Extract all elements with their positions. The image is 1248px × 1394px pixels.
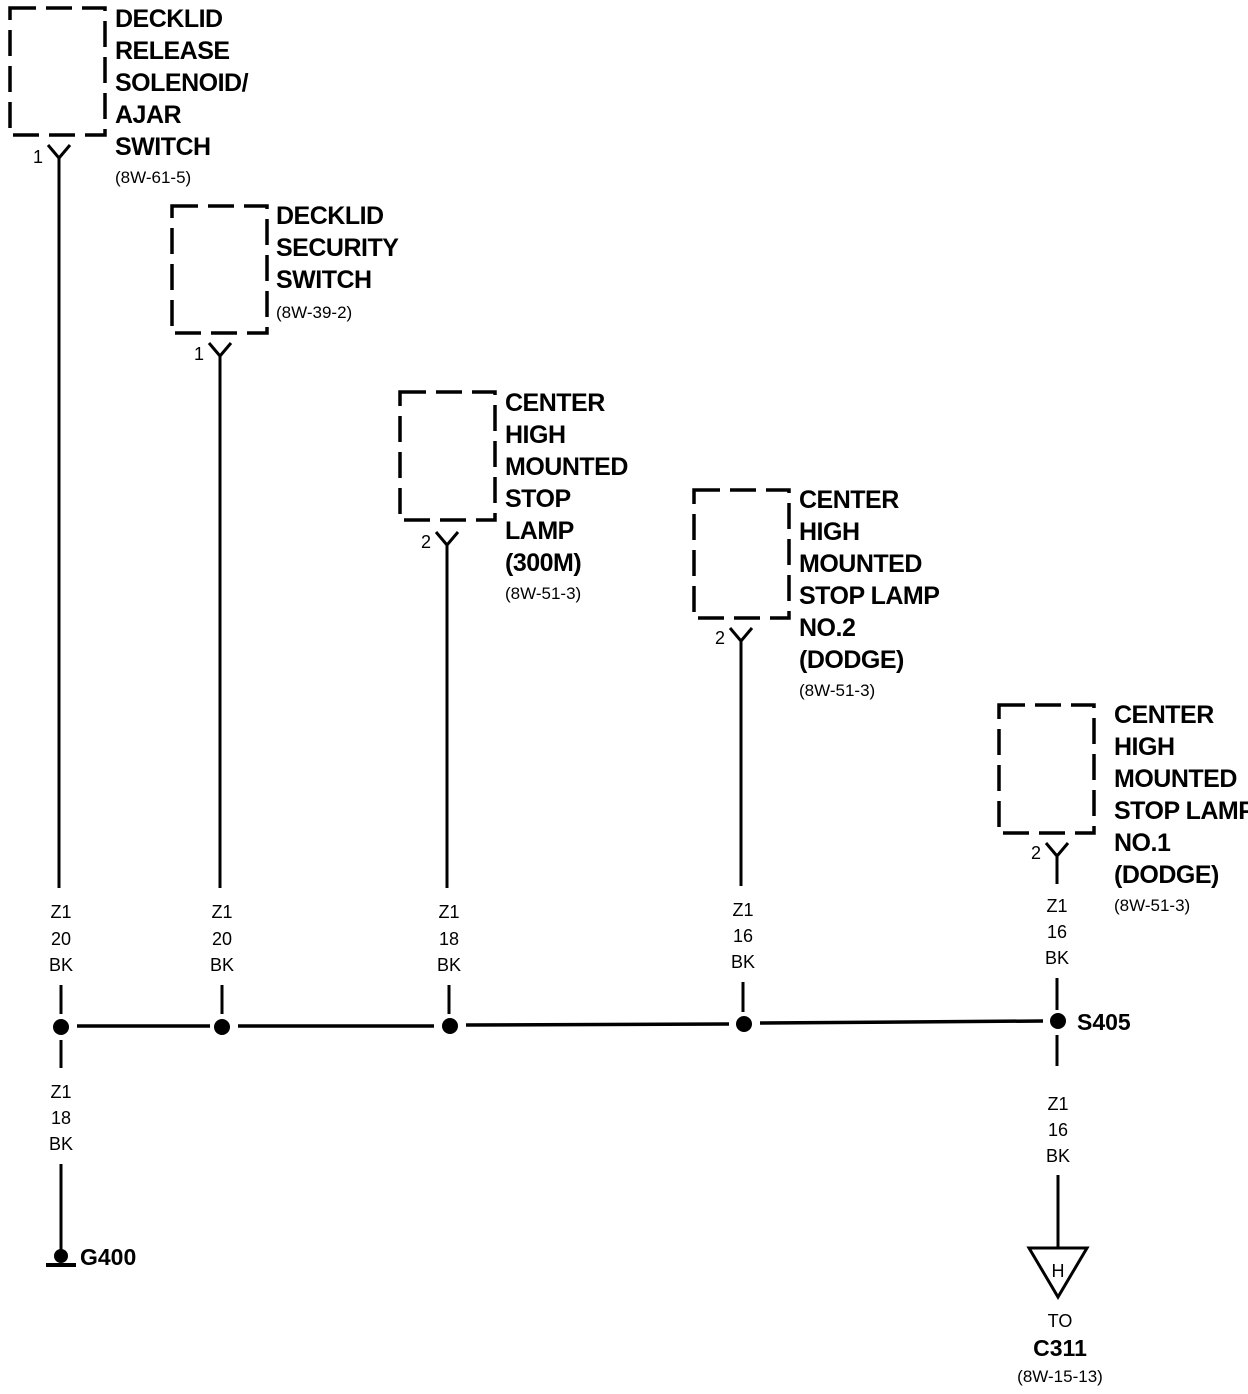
pin-number: 2 — [1031, 843, 1041, 863]
wire-circuit: Z1 — [732, 900, 753, 920]
connector-pin-icon — [46, 144, 72, 161]
ground-bus: S405 — [53, 1009, 1131, 1035]
ground-label: G400 — [80, 1244, 136, 1270]
connector-pin-icon — [434, 531, 460, 548]
wire-color: BK — [1045, 948, 1069, 968]
component-title: CENTER — [799, 486, 899, 514]
component-ref: (8W-51-3) — [799, 681, 875, 700]
wire-color: BK — [731, 952, 755, 972]
pin-number: 2 — [421, 532, 431, 552]
connector-c311: Z1 16 BK H TO C311 (8W-15-13) — [1017, 1035, 1103, 1386]
component-title: DECKLID — [115, 5, 223, 33]
splice-dot-s405 — [1050, 1013, 1066, 1029]
component-title: AJAR — [115, 101, 182, 129]
component-title: SWITCH — [276, 266, 372, 294]
component-title: (DODGE) — [1114, 861, 1219, 889]
component-title: CENTER — [505, 389, 605, 417]
component-chmsl-no1: CENTER HIGH MOUNTED STOP LAMP NO.1 (DODG… — [997, 701, 1248, 1010]
component-box — [170, 204, 269, 335]
connector-triangle-icon — [1026, 1246, 1090, 1300]
wire-gauge: 16 — [1048, 1120, 1068, 1140]
wire-gauge: 20 — [51, 929, 71, 949]
wire-gauge: 16 — [733, 926, 753, 946]
pin-number: 1 — [194, 344, 204, 364]
component-chmsl-300m: CENTER HIGH MOUNTED STOP LAMP (300M) (8W… — [398, 389, 628, 1014]
component-title: SOLENOID/ — [115, 69, 249, 97]
component-ref: (8W-61-5) — [115, 168, 191, 187]
wire-color: BK — [1046, 1146, 1070, 1166]
wire-gauge: 20 — [212, 929, 232, 949]
splice-dot — [214, 1019, 230, 1035]
wire-gauge: 18 — [439, 929, 459, 949]
splice-dot — [53, 1019, 69, 1035]
wire-color: BK — [437, 955, 461, 975]
connector-pin-icon — [728, 627, 754, 644]
component-title: NO.1 — [1114, 829, 1171, 857]
bus-wire — [465, 1022, 730, 1027]
component-ref: (8W-51-3) — [505, 584, 581, 603]
component-title: NO.2 — [799, 614, 855, 642]
component-title: STOP LAMP — [799, 582, 939, 610]
pin-number: 1 — [33, 147, 43, 167]
wire-color: BK — [49, 1134, 73, 1154]
splice-dot — [442, 1018, 458, 1034]
component-title: SWITCH — [115, 133, 211, 161]
component-title: MOUNTED — [505, 453, 628, 481]
wire-gauge: 16 — [1047, 922, 1067, 942]
component-title: MOUNTED — [799, 550, 922, 578]
wire-circuit: Z1 — [1046, 896, 1067, 916]
component-title: MOUNTED — [1114, 765, 1237, 793]
splice-label: S405 — [1077, 1009, 1131, 1035]
wire-circuit: Z1 — [211, 902, 232, 922]
component-chmsl-no2: CENTER HIGH MOUNTED STOP LAMP NO.2 (DODG… — [692, 486, 940, 1012]
component-ref: (8W-39-2) — [276, 303, 352, 322]
component-ref: (8W-51-3) — [1114, 896, 1190, 915]
wire-circuit: Z1 — [438, 902, 459, 922]
pin-number: 2 — [715, 628, 725, 648]
component-title: LAMP — [505, 517, 574, 545]
wire-circuit: Z1 — [1047, 1094, 1068, 1114]
wire-gauge: 18 — [51, 1108, 71, 1128]
splice-dot — [736, 1016, 752, 1032]
wire-circuit: Z1 — [50, 1082, 71, 1102]
connector-letter: H — [1052, 1261, 1065, 1281]
component-box — [997, 703, 1096, 835]
wire-color: BK — [49, 955, 73, 975]
bus-wire — [759, 1019, 1044, 1025]
component-title: CENTER — [1114, 701, 1214, 729]
component-title: (DODGE) — [799, 646, 904, 674]
component-title: STOP LAMP — [1114, 797, 1248, 825]
connector-name: C311 — [1033, 1335, 1087, 1361]
component-title: HIGH — [505, 421, 566, 449]
component-box — [8, 6, 107, 137]
ground-icon — [54, 1249, 68, 1263]
component-box — [692, 488, 791, 620]
connector-pin-icon — [1044, 842, 1070, 859]
component-decklid-release: DECKLID RELEASE SOLENOID/ AJAR SWITCH (8… — [8, 5, 249, 1014]
component-decklid-security: DECKLID SECURITY SWITCH (8W-39-2) 1 Z1 2… — [170, 202, 400, 1014]
ground-g400: Z1 18 BK G400 — [46, 1040, 136, 1270]
component-title: STOP — [505, 485, 571, 513]
component-title: HIGH — [799, 518, 860, 546]
component-title: HIGH — [1114, 733, 1175, 761]
component-title: DECKLID — [276, 202, 384, 230]
component-title: RELEASE — [115, 37, 230, 65]
component-box — [398, 390, 497, 522]
wire-color: BK — [210, 955, 234, 975]
connector-to: TO — [1048, 1311, 1073, 1331]
component-title: SECURITY — [276, 234, 399, 262]
connector-pin-icon — [207, 342, 233, 359]
connector-ref: (8W-15-13) — [1017, 1367, 1103, 1386]
wire-circuit: Z1 — [50, 902, 71, 922]
component-title: (300M) — [505, 549, 581, 577]
